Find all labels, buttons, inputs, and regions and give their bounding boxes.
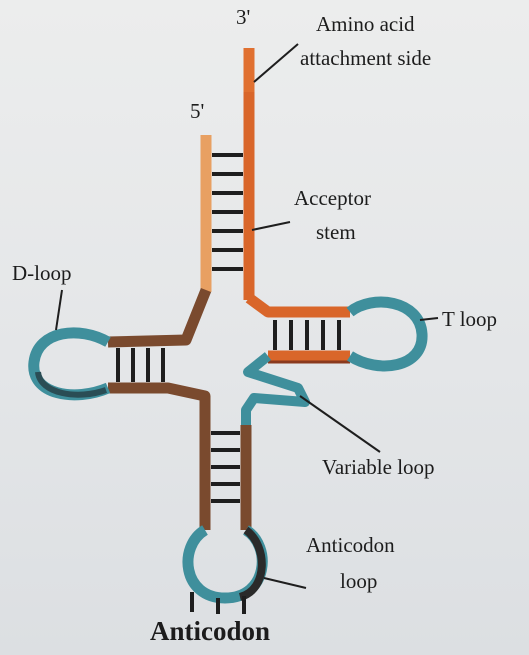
label-acceptor-2: stem xyxy=(316,220,356,244)
leader-t-loop xyxy=(419,317,439,321)
d-arm-connector xyxy=(107,287,212,348)
t-arm-rungs xyxy=(273,320,341,350)
label-acceptor-1: Acceptor xyxy=(294,186,371,210)
label-amino-acid-2: attachment side xyxy=(300,46,431,70)
d-arm-rungs xyxy=(116,348,165,382)
label-anticodon: Anticodon xyxy=(150,616,270,646)
anticodon-ticks xyxy=(190,592,246,614)
label-3prime: 3' xyxy=(236,5,250,29)
acceptor-stem-rungs xyxy=(212,153,243,271)
d-loop-shadow xyxy=(35,371,108,398)
label-amino-acid-1: Amino acid xyxy=(316,12,415,36)
label-anticodon-loop-2: loop xyxy=(340,569,377,593)
label-anticodon-loop-1: Anticodon xyxy=(306,533,395,557)
leader-d-loop xyxy=(55,289,63,331)
label-variable-loop: Variable loop xyxy=(322,455,435,479)
anticodon-loop-dark xyxy=(238,526,266,601)
leader-variable-loop xyxy=(299,395,381,453)
label-t-loop: T loop xyxy=(442,307,497,331)
variable-loop-strand xyxy=(241,352,310,430)
d-arm-lower-strand xyxy=(108,382,211,425)
label-d-loop: D-loop xyxy=(12,261,72,285)
t-loop-shape xyxy=(346,296,428,372)
leader-amino-acid xyxy=(253,43,299,83)
anticodon-arm-rungs xyxy=(211,431,240,503)
leader-acceptor-stem xyxy=(251,221,291,231)
t-arm-upper-strand xyxy=(245,293,350,318)
leader-anticodon-loop xyxy=(263,577,307,589)
label-5prime: 5' xyxy=(190,99,204,123)
